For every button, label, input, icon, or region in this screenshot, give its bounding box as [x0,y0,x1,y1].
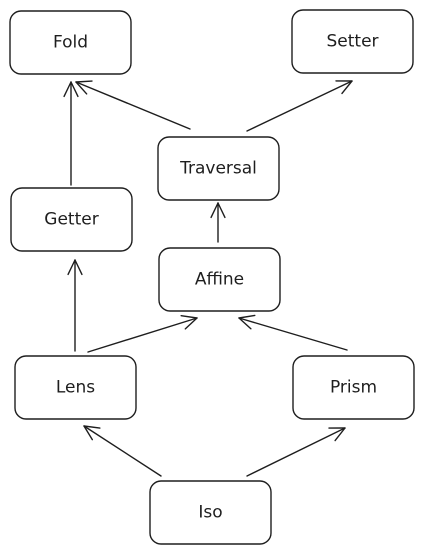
arrowhead-icon [75,80,93,95]
edge-affine-to-traversal [210,202,226,243]
node-prism-box [292,355,415,420]
node-iso: Iso [149,480,272,545]
node-traversal-box [157,136,280,201]
node-setter-box [291,9,414,74]
edge-line [83,425,162,477]
edge-iso-to-lens [83,425,162,477]
node-setter-label: Setter [326,32,378,52]
node-affine-label: Affine [195,270,244,290]
arrowhead-icon [83,425,101,441]
node-traversal: Traversal [157,136,280,201]
node-affine: Affine [158,247,281,312]
arrowhead-icon [210,202,226,219]
edge-line [87,317,198,353]
node-iso-box [149,480,272,545]
edges-layer [63,80,353,477]
node-lens-box [14,355,137,420]
node-lens: Lens [14,355,137,420]
node-getter: Getter [10,187,133,252]
node-iso-label: Iso [198,503,222,523]
edge-getter-to-fold [63,81,79,186]
node-prism-label: Prism [330,378,377,398]
edge-line [246,427,346,477]
edge-iso-to-prism [246,427,346,477]
node-prism: Prism [292,355,415,420]
edge-lens-to-affine [87,314,198,353]
arrowhead-icon [67,259,83,276]
node-affine-box [158,247,281,312]
arrowhead-icon [63,81,79,98]
node-setter: Setter [291,9,414,74]
node-getter-label: Getter [44,210,98,230]
node-lens-label: Lens [56,378,95,398]
edge-line [238,317,348,351]
nodes-layer: Fold Setter Traversal Getter Affine Lens… [9,9,415,545]
edge-traversal-to-setter [246,80,353,132]
node-fold: Fold [9,10,132,75]
arrowhead-icon [335,80,353,95]
node-fold-box [9,10,132,75]
edge-line [75,81,191,130]
edge-prism-to-affine [238,314,348,351]
edge-line [246,80,353,132]
edge-traversal-to-fold [75,80,191,130]
node-getter-box [10,187,133,252]
node-traversal-label: Traversal [179,159,257,179]
arrowhead-icon [180,314,198,330]
node-fold-label: Fold [53,33,88,53]
arrowhead-icon [238,314,256,330]
edge-lens-to-getter [67,259,83,352]
arrowhead-icon [328,427,346,442]
